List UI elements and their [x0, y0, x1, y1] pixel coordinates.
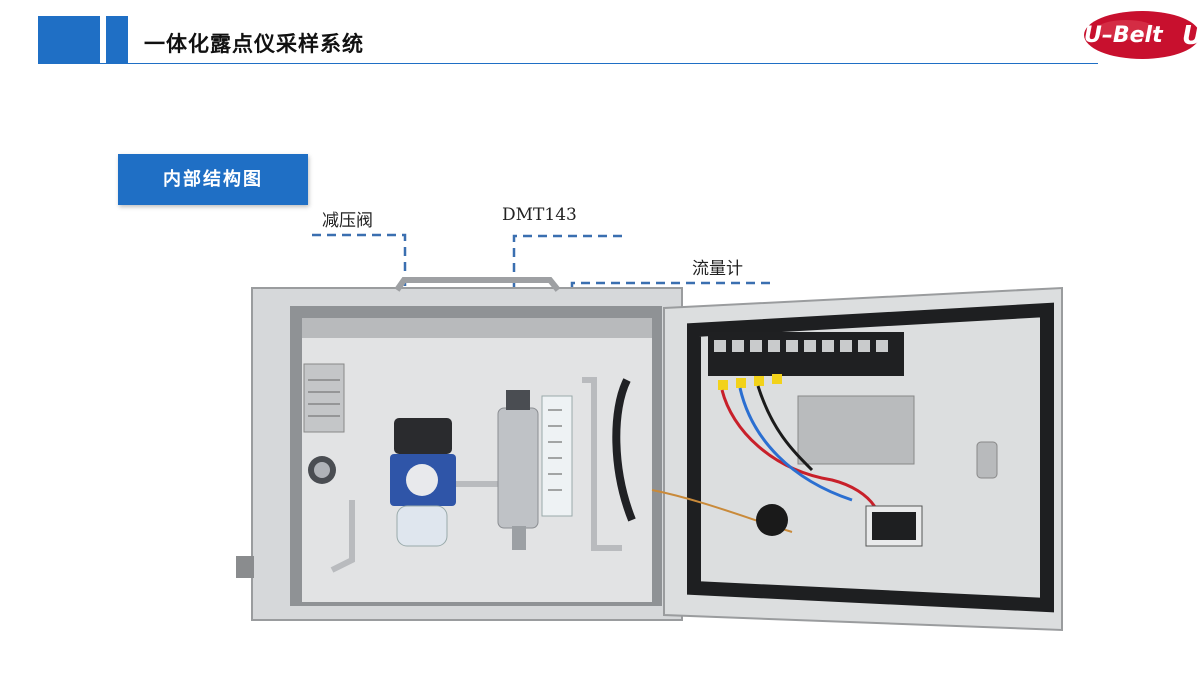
- brand-logo: U–Belt U: [1084, 11, 1201, 59]
- cabinet-photo: [236, 277, 1063, 632]
- label-dmt143: DMT143: [502, 205, 577, 225]
- label-flowmeter: 流量计: [692, 259, 743, 279]
- svg-text:U–Belt: U–Belt: [1084, 23, 1164, 48]
- header-accent-block: [38, 16, 100, 64]
- page-title: 一体化露点仪采样系统: [144, 32, 364, 56]
- label-pressure-valve: 减压阀: [322, 211, 373, 231]
- dmt143-leader: [512, 234, 622, 410]
- section-tag-label: 内部结构图: [163, 169, 263, 190]
- section-tag: 内部结构图: [118, 154, 308, 205]
- header-accent-bar: [106, 16, 128, 64]
- header-divider: [38, 63, 1098, 64]
- svg-text:U: U: [1182, 21, 1201, 51]
